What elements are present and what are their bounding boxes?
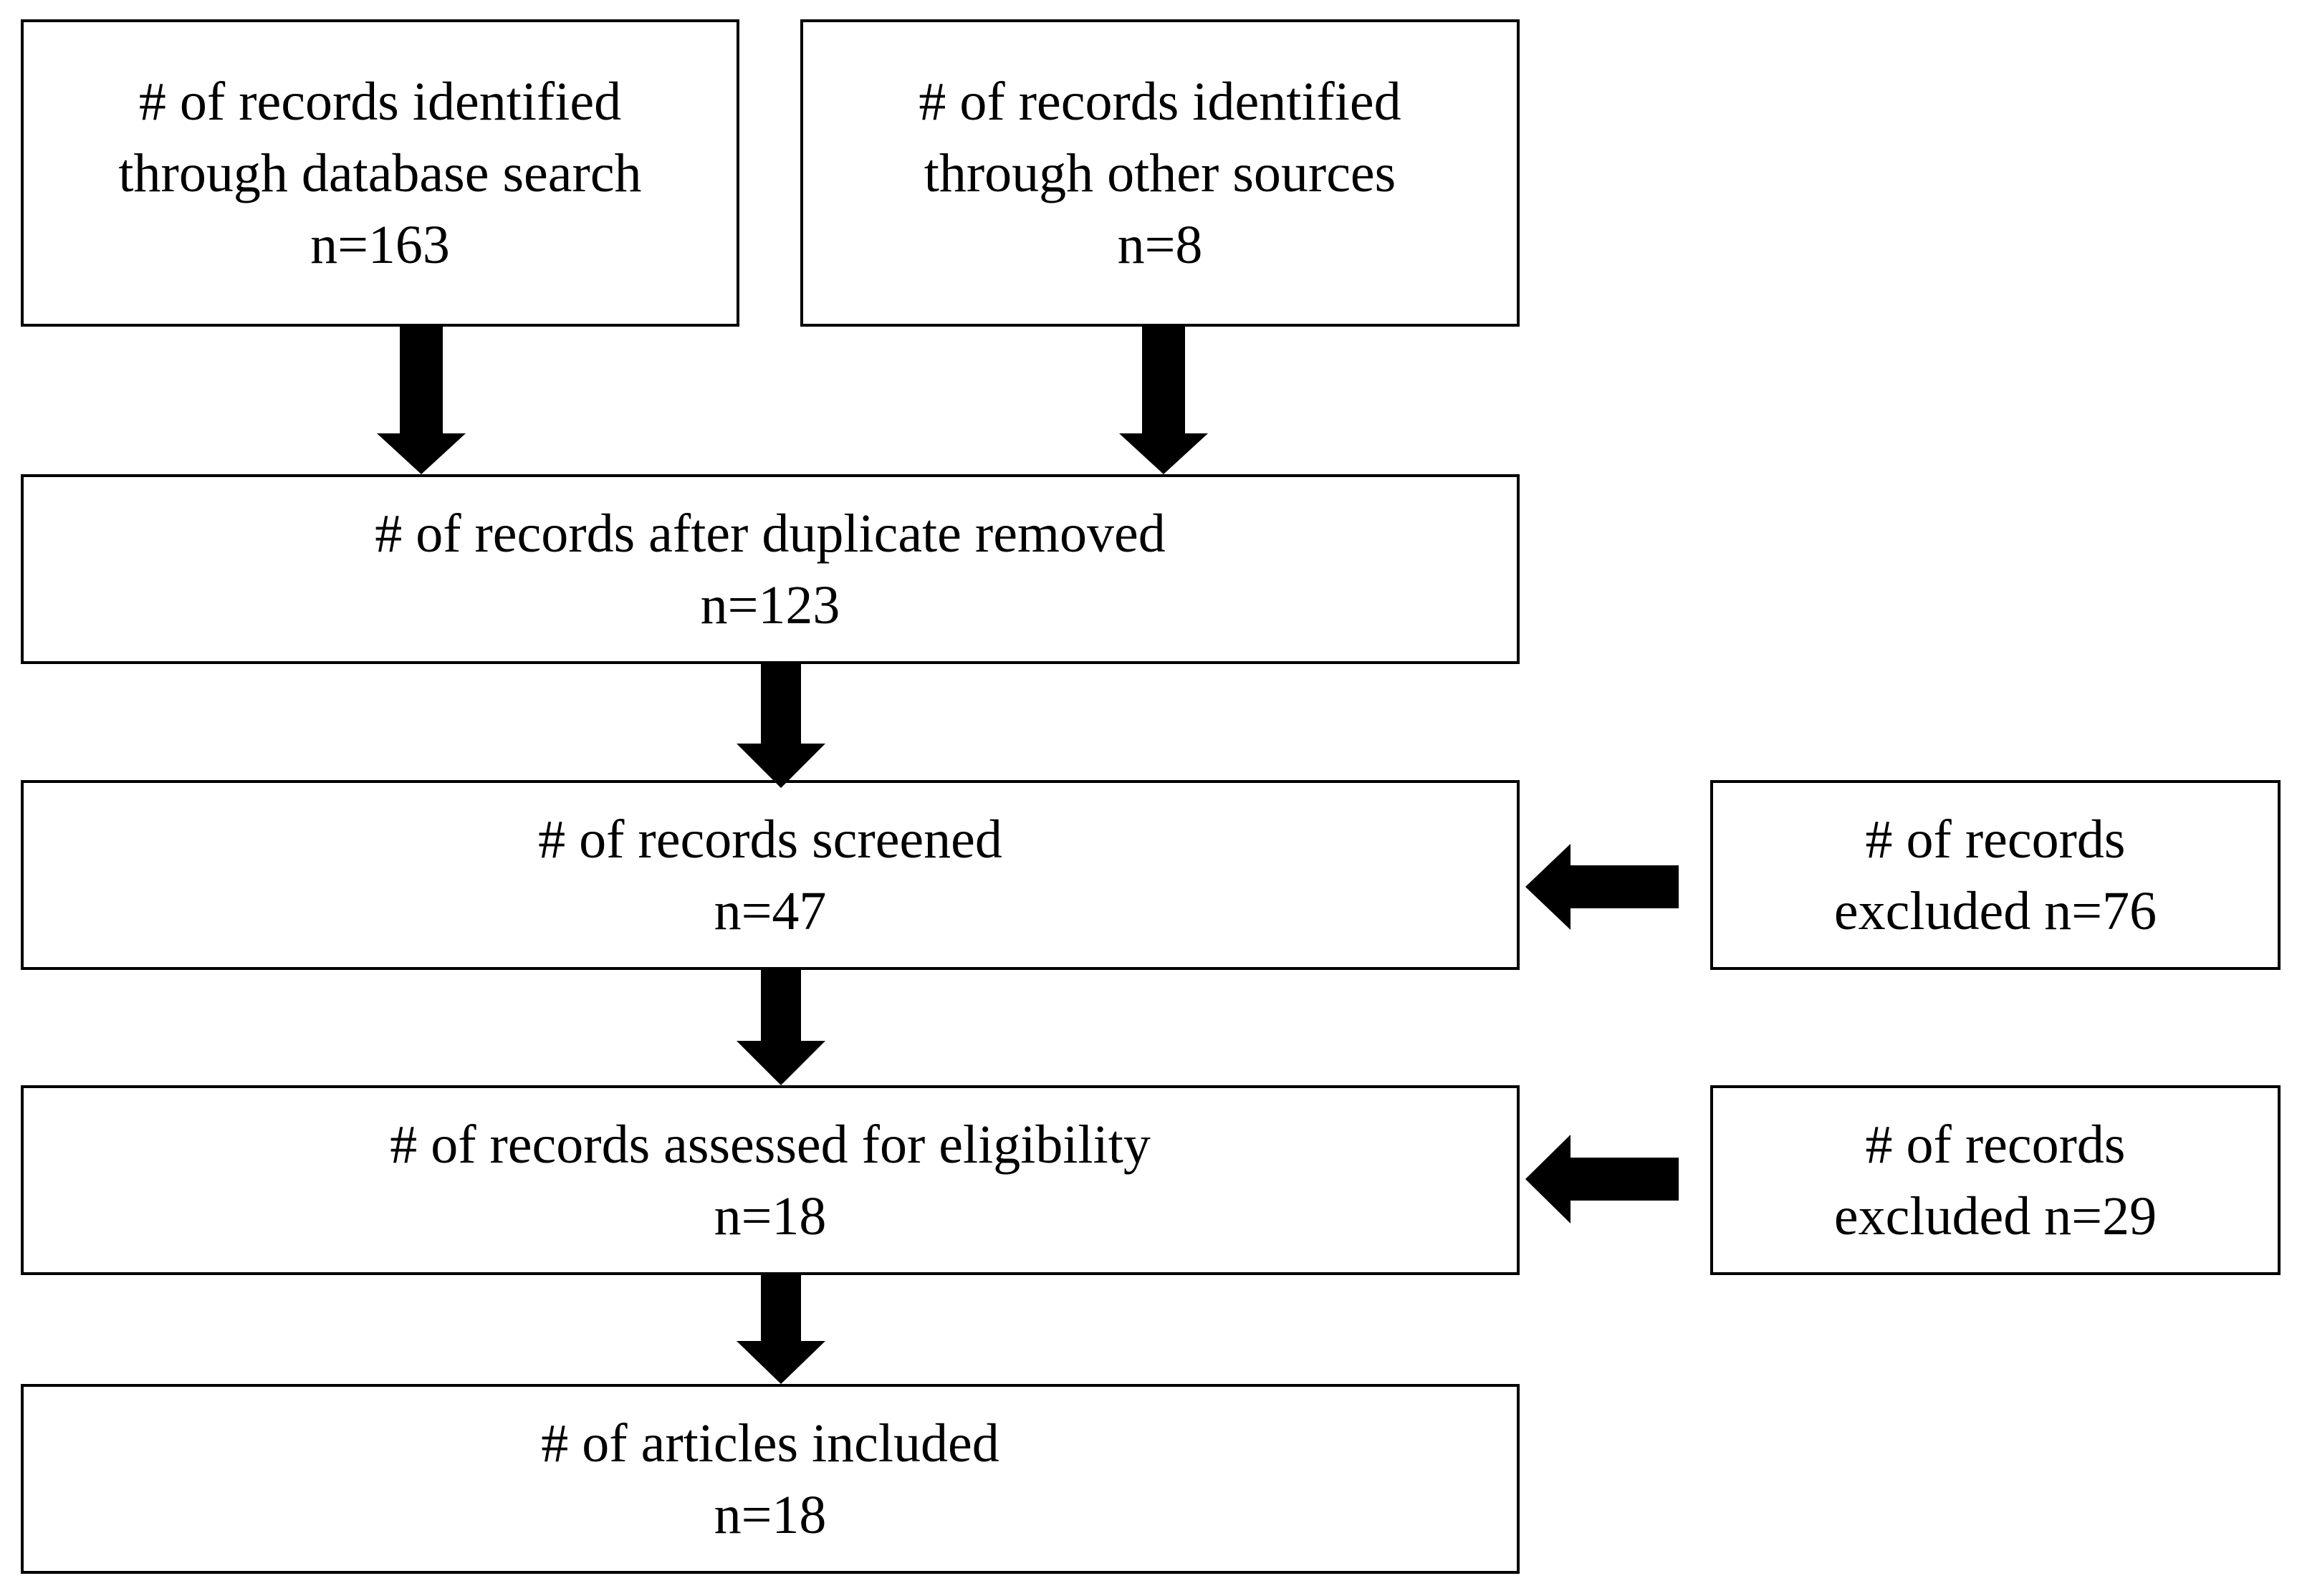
box-label-line: # of records identified (919, 71, 1401, 132)
articles-included-box: # of articles included n=18 (21, 1384, 1520, 1574)
box-label-line: # of records (1865, 1114, 2126, 1175)
box-count: n=123 (700, 575, 840, 635)
box-label-line: through database search (118, 143, 642, 203)
arrow-down-icon (737, 970, 825, 1085)
box-label-line: # of articles included (541, 1413, 999, 1474)
arrow-down-icon (737, 1275, 825, 1384)
box-label-line: # of records after duplicate removed (375, 503, 1166, 564)
box-label-line: through other sources (924, 143, 1396, 203)
records-database-search-box: # of records identified through database… (21, 19, 739, 327)
records-excluded-eligibility-box: # of records excluded n=29 (1710, 1085, 2281, 1275)
box-count: n=163 (310, 214, 450, 275)
box-label-line: # of records screened (538, 809, 1002, 870)
box-count: n=18 (714, 1484, 827, 1545)
box-label-line: # of records assessed for eligibility (390, 1114, 1151, 1175)
records-screened-box: # of records screened n=47 (21, 780, 1520, 970)
records-assessed-eligibility-box: # of records assessed for eligibility n=… (21, 1085, 1520, 1275)
box-count: n=18 (714, 1186, 827, 1246)
arrow-left-icon (1525, 844, 1679, 930)
box-label-line: # of records identified (138, 71, 622, 132)
records-excluded-screening-box: # of records excluded n=76 (1710, 780, 2281, 970)
arrow-down-icon (737, 664, 825, 788)
records-other-sources-box: # of records identified through other so… (800, 19, 1520, 327)
box-label-line: excluded n=29 (1833, 1186, 2157, 1246)
arrow-left-icon (1525, 1135, 1679, 1224)
box-count: n=47 (714, 880, 827, 941)
box-count: n=8 (1117, 214, 1203, 275)
records-after-duplicates-removed-box: # of records after duplicate removed n=1… (21, 474, 1520, 664)
box-label-line: # of records (1865, 809, 2126, 870)
box-label-line: excluded n=76 (1833, 880, 2157, 941)
arrow-down-icon (1119, 327, 1208, 474)
arrow-down-icon (377, 327, 466, 474)
